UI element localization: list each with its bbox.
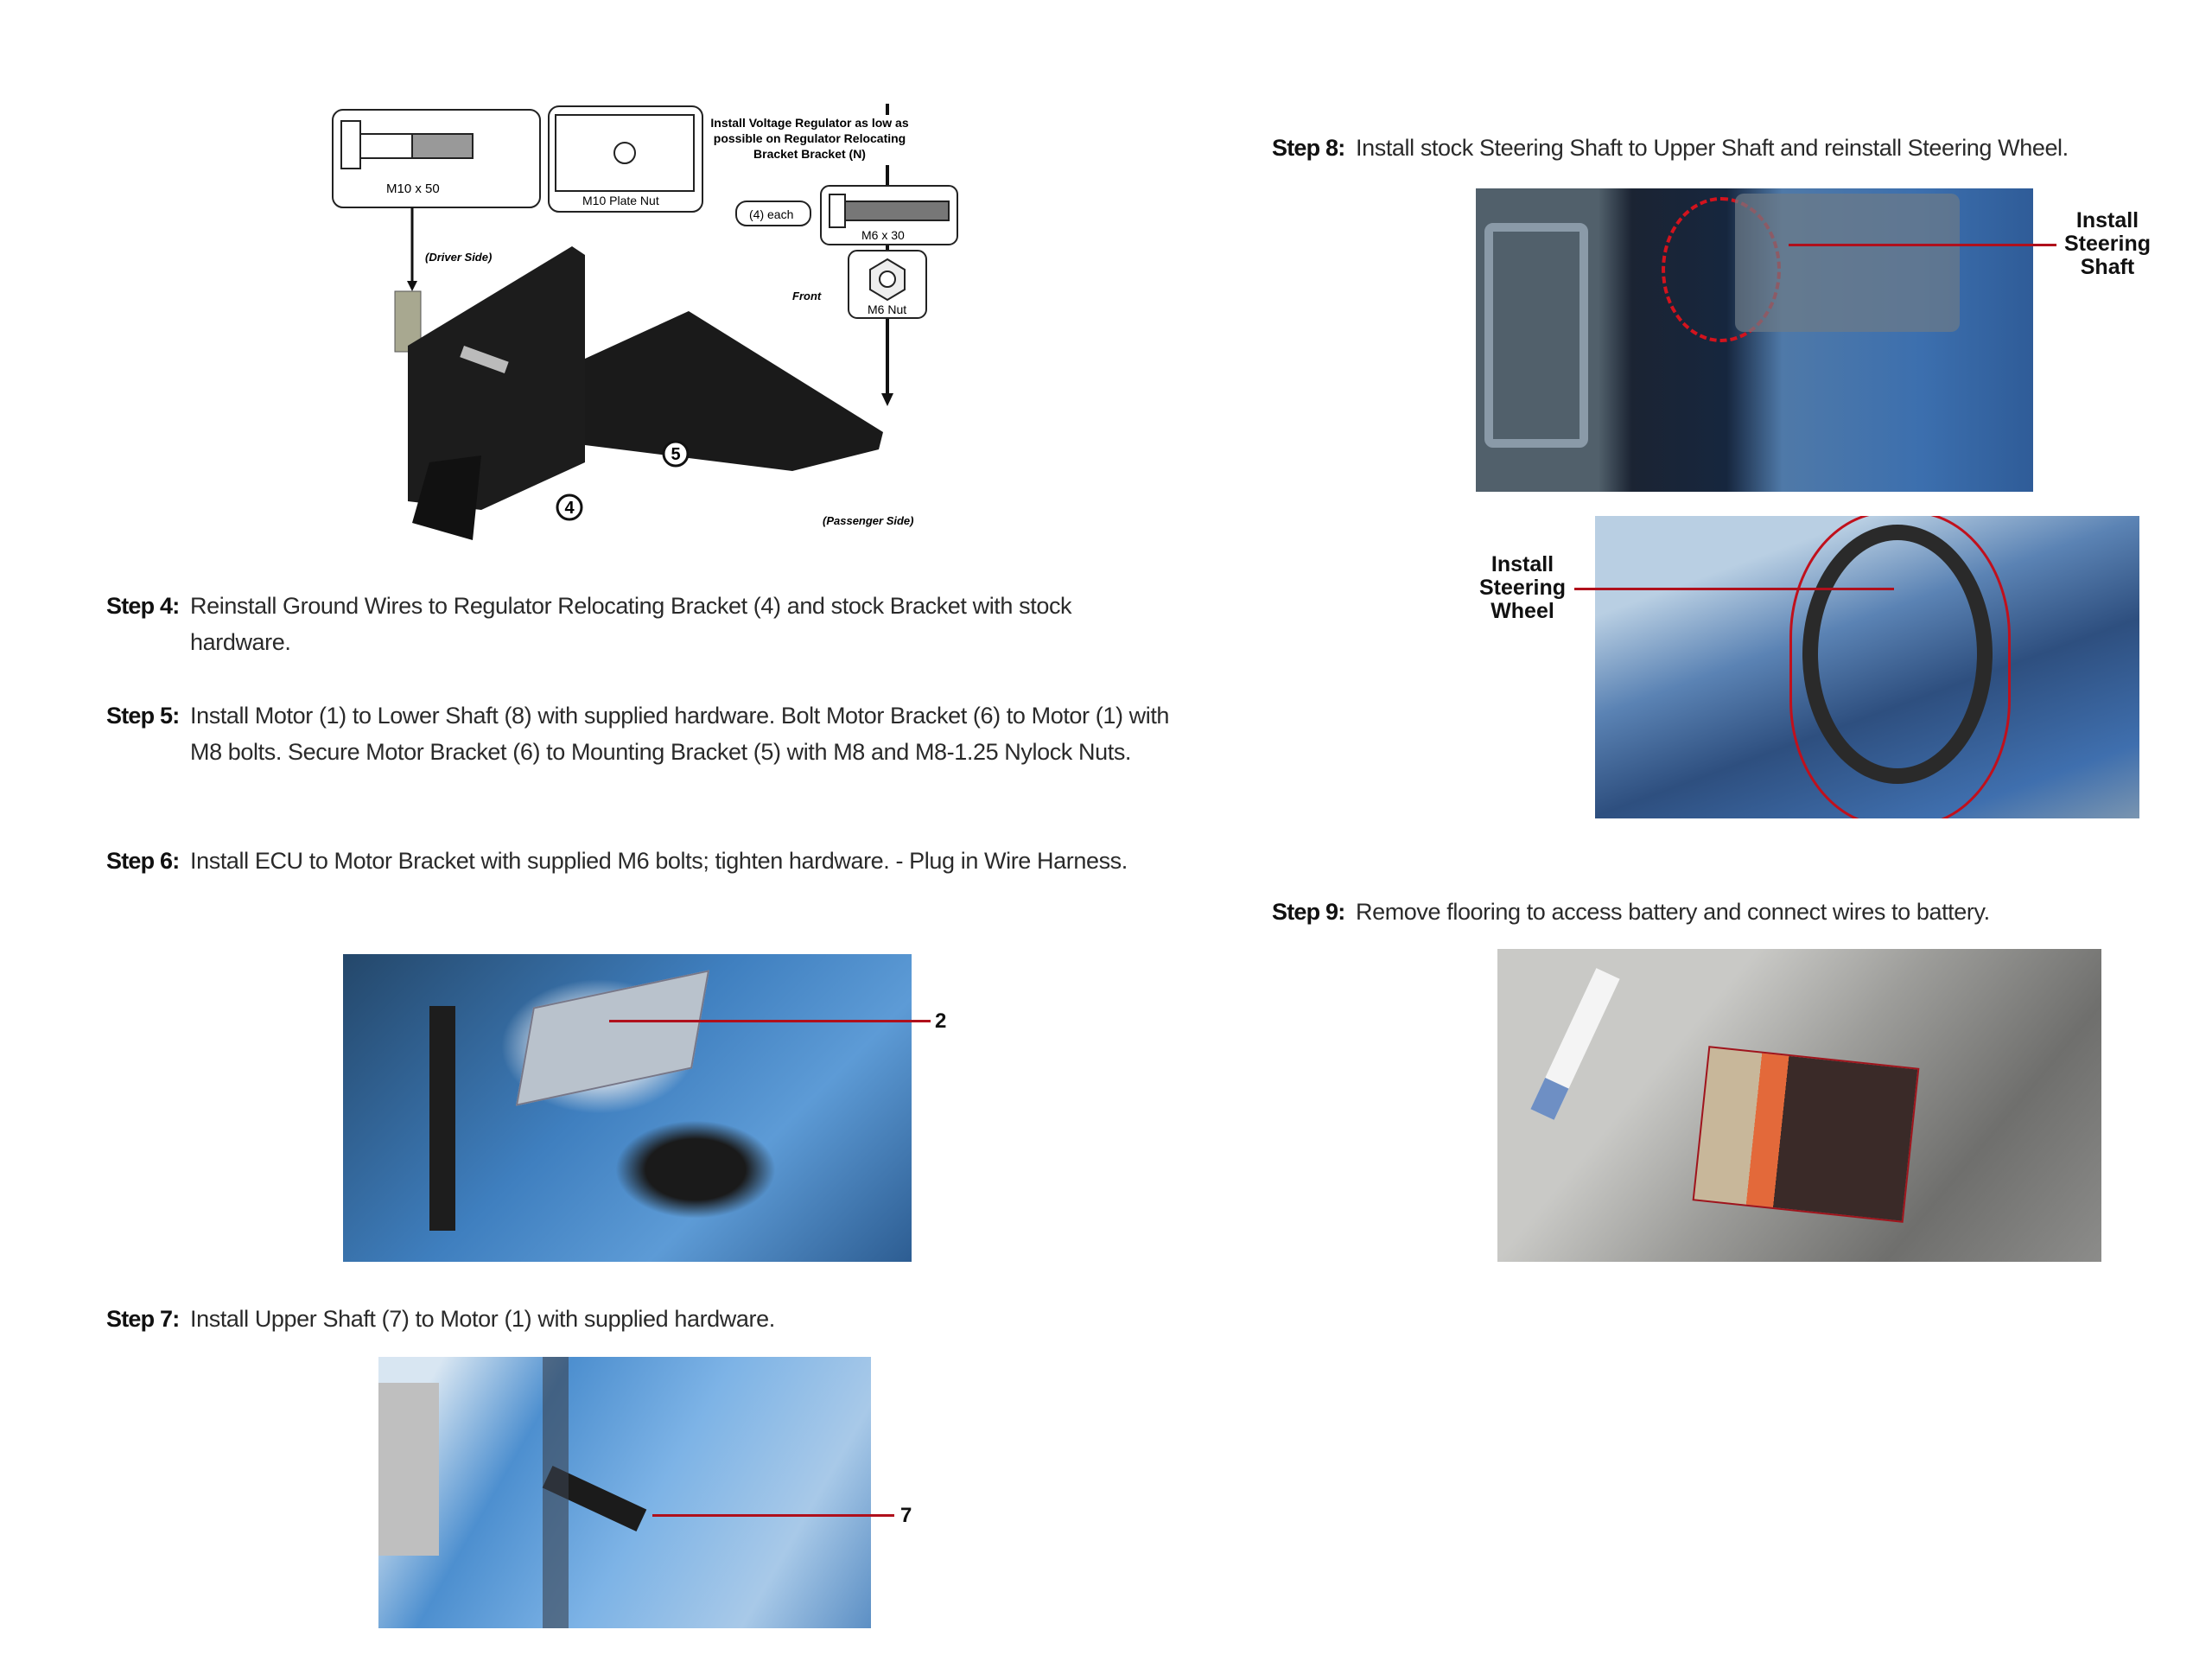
m6-nut-label: M6 Nut (868, 302, 906, 316)
ecu-install-photo (343, 954, 912, 1262)
step-label: Step 4: (106, 593, 180, 619)
step-text: Reinstall Ground Wires to Regulator Relo… (190, 593, 1072, 655)
battery-highlight (1692, 1046, 1920, 1223)
callout-5-label: 5 (671, 445, 680, 464)
step-label: Step 7: (106, 1306, 180, 1332)
battery-photo (1497, 949, 2101, 1262)
passenger-side-label: (Passenger Side) (823, 514, 914, 527)
driver-side-label: (Driver Side) (425, 251, 492, 264)
callout-circle-5 (662, 440, 690, 468)
bracket-4-shape (408, 246, 585, 540)
step-text: Install Upper Shaft (7) to Motor (1) wit… (190, 1306, 775, 1332)
note-line-2: possible on Regulator Relocating (714, 131, 906, 145)
ecu-callout-number: 2 (935, 1009, 947, 1033)
m6-bolt-icon (829, 194, 950, 228)
step-text: Install Motor (1) to Lower Shaft (8) wit… (190, 703, 1170, 765)
m6-nut-icon (869, 258, 906, 302)
callout-4-label: 4 (564, 499, 575, 518)
step-text: Remove flooring to access battery and co… (1356, 899, 1990, 925)
m10-bolt-label: M10 x 50 (386, 181, 440, 196)
step-label: Step 9: (1272, 899, 1345, 925)
callout-line-1: Install (1491, 552, 1554, 576)
callout-line-2: Steering (1478, 576, 1567, 600)
step-7: Step 7: Install Upper Shaft (7) to Motor… (106, 1301, 1169, 1337)
plate-nut-hole-icon (613, 142, 636, 164)
callout-circle-4 (556, 493, 583, 521)
step-5: Step 5: Install Motor (1) to Lower Shaft… (106, 697, 1186, 770)
callout-line-3: Wheel (1491, 599, 1554, 623)
each-label: (4) each (749, 207, 793, 221)
bracket-exploded-diagram: M10 x 50 M10 Plate Nut Install Voltage R… (332, 104, 958, 540)
steering-wheel-callout: Install Steering Wheel (1476, 553, 1569, 623)
steering-wheel-callout-line (1574, 588, 1894, 590)
note-line-3: Bracket Bracket (N) (753, 147, 866, 161)
step-label: Step 8: (1272, 135, 1345, 161)
upper-shaft-callout-line (652, 1514, 894, 1517)
step-label: Step 5: (106, 703, 180, 729)
upper-shaft-photo (378, 1357, 871, 1628)
steering-shaft-photo (1476, 188, 2033, 492)
step-8: Step 8: Install stock Steering Shaft to … (1272, 130, 2205, 166)
m10-bolt-icon (340, 120, 474, 169)
m6-bolt-label: M6 x 30 (861, 228, 905, 242)
step-9: Step 9: Remove flooring to access batter… (1272, 894, 2205, 930)
bracket-5-shape (585, 311, 883, 471)
step-label: Step 6: (106, 848, 180, 874)
steering-shaft-callout: Install Steering Shaft (2061, 209, 2154, 279)
callout-line-3: Shaft (2080, 255, 2135, 279)
steering-shaft-callout-line (1789, 244, 2056, 246)
note-line-1: Install Voltage Regulator as low as (710, 116, 908, 130)
front-label: Front (792, 290, 822, 302)
steering-wheel-photo (1595, 516, 2139, 818)
callout-line-1: Install (2075, 208, 2139, 232)
ecu-callout-line (609, 1020, 931, 1022)
step-text: Install stock Steering Shaft to Upper Sh… (1356, 135, 2069, 161)
callout-line-2: Steering (2063, 232, 2152, 256)
step-6: Step 6: Install ECU to Motor Bracket wit… (106, 843, 1169, 879)
upper-shaft-callout-number: 7 (900, 1504, 912, 1527)
step-4: Step 4: Reinstall Ground Wires to Regula… (106, 588, 1169, 660)
plate-nut-label: M10 Plate Nut (582, 194, 659, 207)
step-text: Install ECU to Motor Bracket with suppli… (190, 848, 1128, 874)
